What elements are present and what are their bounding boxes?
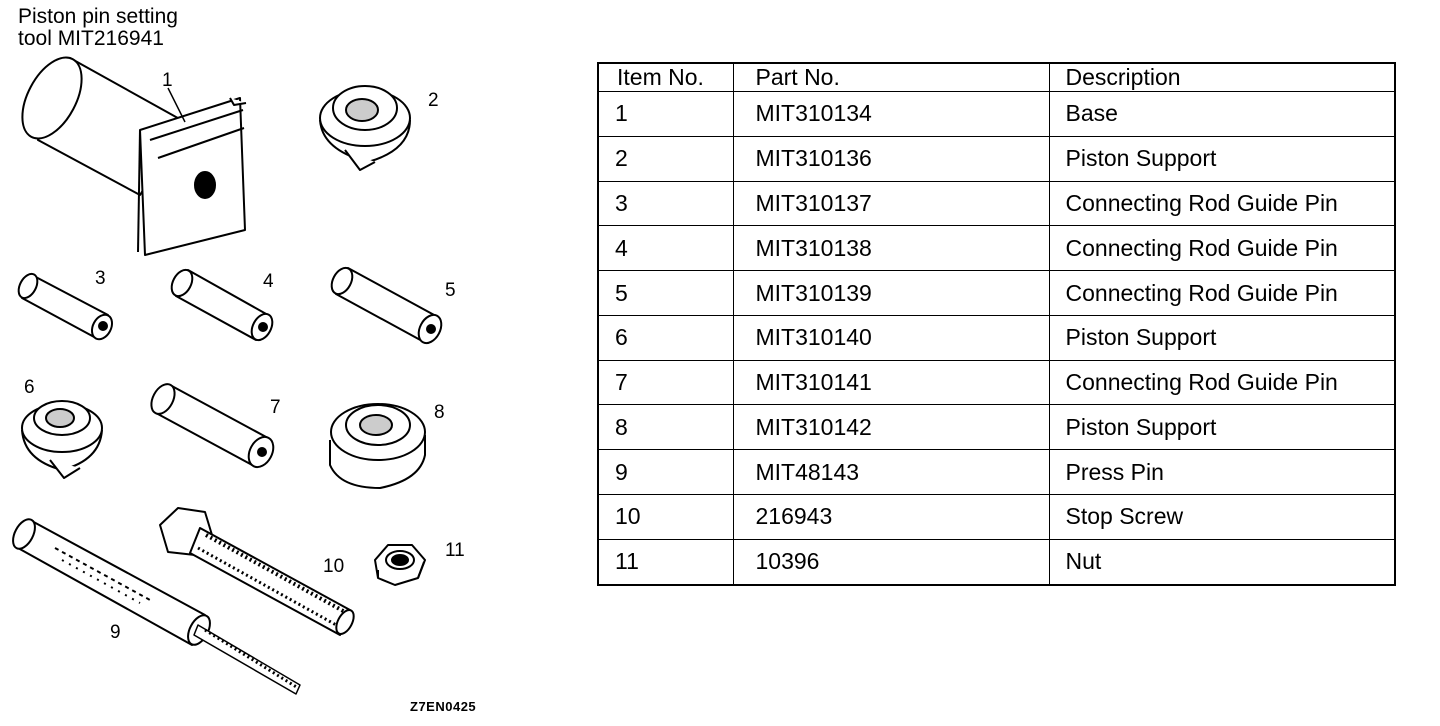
callout-9: 9 [110,622,121,643]
part-no-cell: 216943 [732,494,1050,540]
callout-4: 4 [263,271,274,292]
table-header-row: Item No. Part No. Description [597,62,1396,92]
description-cell: Connecting Rod Guide Pin [1048,180,1396,227]
part-guide-pin-4-drawing [170,268,274,342]
part-no-cell: MIT310140 [732,314,1050,361]
table-row: 9 MIT48143 Press Pin [597,449,1396,496]
callout-7: 7 [270,397,281,418]
callout-8: 8 [434,402,445,423]
part-guide-pin-3-drawing [17,272,114,341]
part-base-drawing [21,56,247,256]
callout-1: 1 [162,70,173,91]
header-part-no: Part No. [732,62,1050,92]
description-cell: Press Pin [1048,449,1396,496]
part-no-cell: MIT310137 [732,180,1050,227]
description-cell: Piston Support [1048,314,1396,361]
description-cell: Connecting Rod Guide Pin [1048,359,1396,406]
description-cell: Nut [1048,538,1396,586]
tool-caption: Piston pin setting tool MIT216941 [18,6,178,50]
part-piston-support-6-drawing [21,400,103,479]
callout-3: 3 [95,268,106,289]
part-guide-pin-7-drawing [150,383,275,469]
callout-10: 10 [323,556,344,577]
caption-line-2: tool MIT216941 [18,27,164,50]
part-stop-screw-drawing [159,507,355,636]
table-row: 4 MIT310138 Connecting Rod Guide Pin [597,225,1396,272]
item-no-cell: 7 [597,359,734,406]
part-nut-drawing [374,544,426,586]
tool-parts-illustration: 1 2 3 4 5 6 7 8 9 10 11 Z7EN0425 [12,56,476,714]
callout-5: 5 [445,280,456,301]
callout-2: 2 [428,90,439,111]
part-no-cell: MIT310134 [732,91,1050,137]
callout-6: 6 [24,377,35,398]
description-cell: Stop Screw [1048,494,1396,540]
item-no-cell: 6 [597,314,734,361]
part-no-cell: MIT310139 [732,270,1050,316]
part-no-cell: MIT310142 [732,404,1050,451]
table-row: 5 MIT310139 Connecting Rod Guide Pin [597,270,1396,316]
table-row: 1 MIT310134 Base [597,91,1396,137]
item-no-cell: 3 [597,180,734,227]
description-cell: Connecting Rod Guide Pin [1048,270,1396,316]
part-piston-support-8-drawing [329,403,426,489]
header-description: Description [1048,62,1396,92]
table-row: 6 MIT310140 Piston Support [597,314,1396,361]
part-no-cell: MIT310136 [732,135,1050,182]
table-row: 11 10396 Nut [597,538,1396,586]
description-cell: Piston Support [1048,135,1396,182]
part-guide-pin-5-drawing [330,266,443,345]
part-no-cell: MIT310141 [732,359,1050,406]
description-cell: Base [1048,91,1396,137]
caption-line-1: Piston pin setting [18,5,178,28]
table-row: 3 MIT310137 Connecting Rod Guide Pin [597,180,1396,227]
callout-11: 11 [445,540,465,561]
item-no-cell: 11 [597,538,734,586]
figure-code: Z7EN0425 [410,699,476,714]
part-no-cell: 10396 [732,538,1050,586]
table-row: 2 MIT310136 Piston Support [597,135,1396,182]
item-no-cell: 5 [597,270,734,316]
item-no-cell: 8 [597,404,734,451]
description-cell: Connecting Rod Guide Pin [1048,225,1396,272]
item-no-cell: 10 [597,494,734,540]
item-no-cell: 4 [597,225,734,272]
header-item-no: Item No. [597,62,734,92]
item-no-cell: 9 [597,449,734,496]
parts-table: Item No. Part No. Description 1 MIT31013… [597,62,1396,586]
item-no-cell: 2 [597,135,734,182]
table-row: 10 216943 Stop Screw [597,494,1396,540]
table-row: 7 MIT310141 Connecting Rod Guide Pin [597,359,1396,406]
item-no-cell: 1 [597,91,734,137]
part-no-cell: MIT310138 [732,225,1050,272]
description-cell: Piston Support [1048,404,1396,451]
part-press-pin-drawing [12,518,301,695]
part-no-cell: MIT48143 [732,449,1050,496]
part-piston-support-2-drawing [319,85,411,171]
table-row: 8 MIT310142 Piston Support [597,404,1396,451]
